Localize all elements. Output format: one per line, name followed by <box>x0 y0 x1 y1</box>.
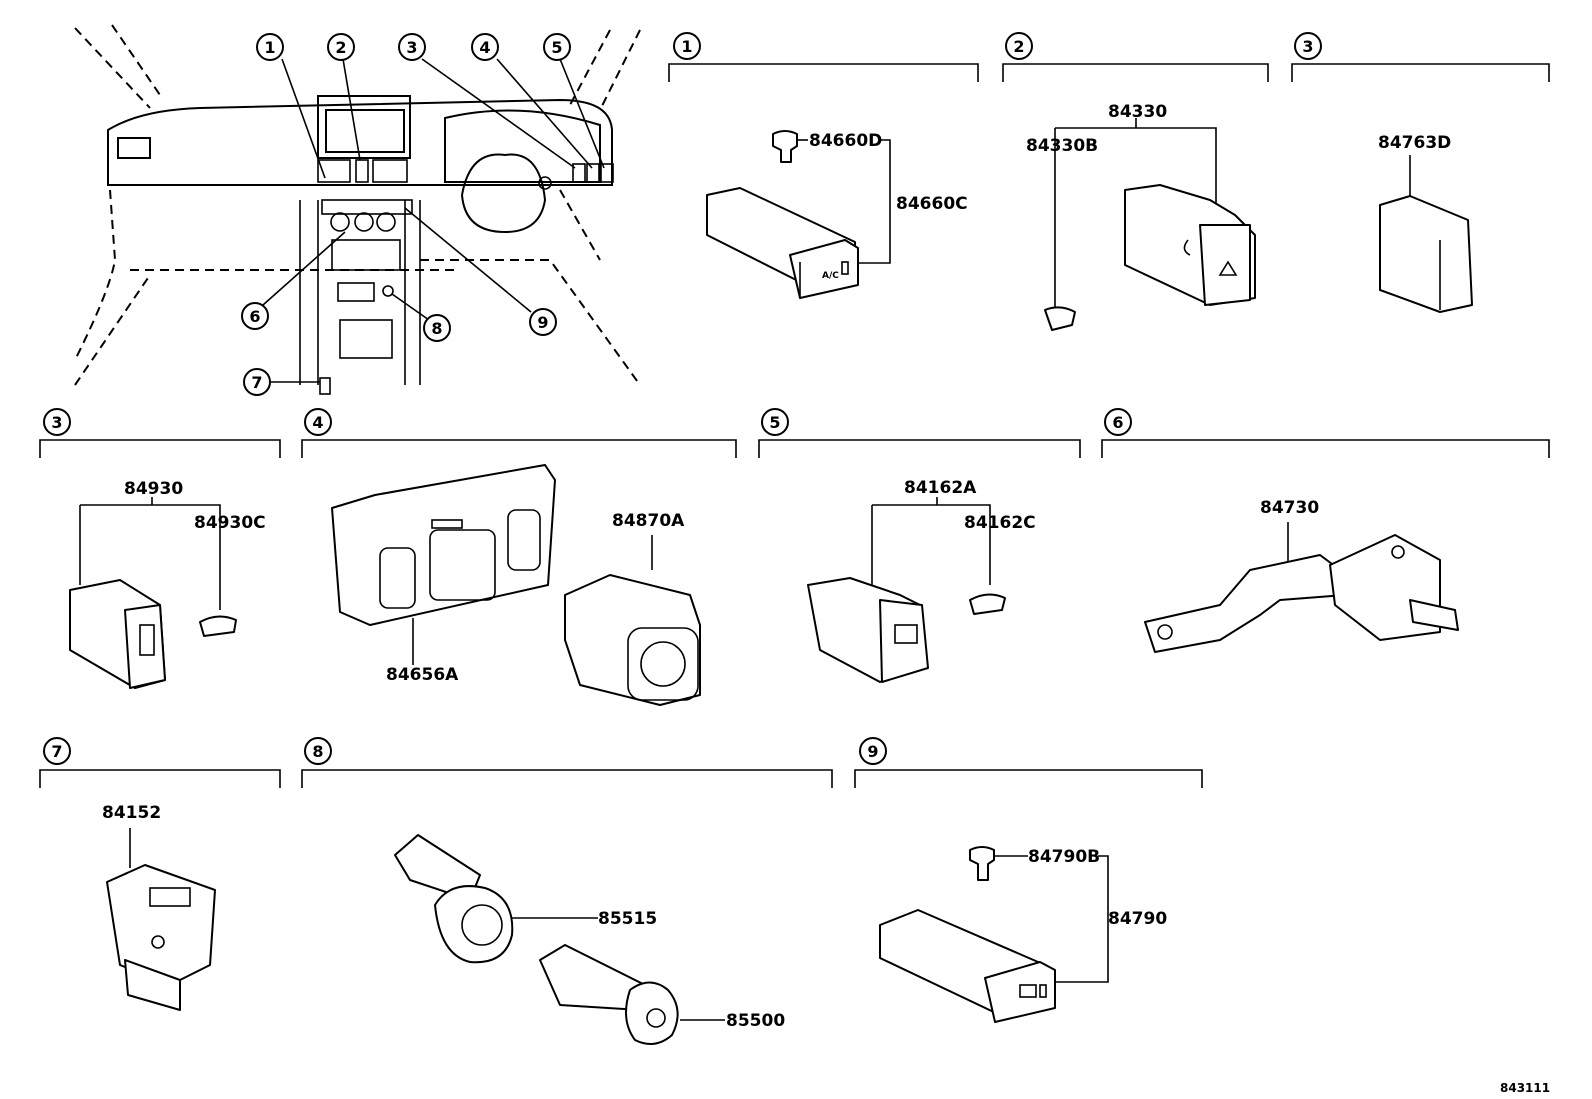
svg-text:4: 4 <box>479 38 490 57</box>
socket-85515 <box>394 834 514 964</box>
part-84790B-label: 84790B <box>1028 847 1100 867</box>
svg-text:1: 1 <box>264 38 275 57</box>
svg-text:8: 8 <box>431 319 442 338</box>
section-3-bottom: 3 84930 84930C <box>39 408 281 689</box>
bulb-84930C <box>199 615 237 637</box>
dashboard-overview: 1 2 3 4 5 6 7 8 9 <box>74 24 641 396</box>
svg-text:7: 7 <box>251 373 262 392</box>
part-85500-label: 85500 <box>726 1011 785 1031</box>
callout-5[interactable]: 5 <box>543 33 571 61</box>
section-1-number: 1 <box>681 37 692 56</box>
bulb-84660D <box>772 130 798 163</box>
callout-8[interactable]: 8 <box>423 314 451 342</box>
bulb-84790B <box>969 846 995 881</box>
switch-84930 <box>69 579 166 689</box>
part-84660D-label: 84660D <box>809 131 882 151</box>
defogger-switch-84790 <box>879 909 1056 1023</box>
part-84790-label: 84790 <box>1108 909 1167 929</box>
part-84152-label: 84152 <box>102 803 161 823</box>
ac-switch-label: A/C <box>822 271 839 281</box>
section-7: 7 84152 <box>39 737 281 1011</box>
part-85515-label: 85515 <box>598 909 657 929</box>
svg-text:9: 9 <box>537 313 548 332</box>
svg-text:2: 2 <box>335 38 346 57</box>
part-84330-label: 84330 <box>1108 102 1167 122</box>
callout-7[interactable]: 7 <box>243 368 271 396</box>
section-2: 2 84330 84330B <box>1002 32 1269 331</box>
callout-6[interactable]: 6 <box>241 302 269 330</box>
svg-text:3: 3 <box>1302 37 1313 56</box>
bezel-84656A <box>331 464 556 626</box>
ac-switch-assembly: A/C <box>706 187 859 299</box>
svg-text:3: 3 <box>51 413 62 432</box>
bulb-84162C <box>969 593 1006 615</box>
svg-text:9: 9 <box>867 742 878 761</box>
part-84330B-label: 84330B <box>1026 136 1098 156</box>
part-84870A-label: 84870A <box>612 511 685 531</box>
section-9: 9 84790B 84790 <box>854 737 1203 1023</box>
part-84730-label: 84730 <box>1260 498 1319 518</box>
svg-text:5: 5 <box>769 413 780 432</box>
section-6: 6 84730 <box>1101 408 1550 653</box>
part-84162C-label: 84162C <box>964 513 1036 533</box>
part-84660C-label: 84660C <box>896 194 968 214</box>
callout-1[interactable]: 1 <box>256 33 284 61</box>
svg-text:8: 8 <box>312 742 323 761</box>
section-1: 1 A/C 84660D 84660C <box>668 32 979 299</box>
section-3-top: 3 84763D <box>1291 32 1550 313</box>
callout-9[interactable]: 9 <box>529 308 557 336</box>
rheostat-84730 <box>1144 534 1459 653</box>
callout-2[interactable]: 2 <box>327 33 355 61</box>
bulb-84330B <box>1044 306 1076 331</box>
svg-text:6: 6 <box>1112 413 1123 432</box>
svg-text:6: 6 <box>249 307 260 326</box>
svg-text:7: 7 <box>51 742 62 761</box>
callout-4[interactable]: 4 <box>471 33 499 61</box>
section-4: 4 84656A 84870A <box>301 408 737 706</box>
switch-84152 <box>106 864 216 1011</box>
section-5: 5 84162A 84162C <box>758 408 1081 683</box>
hazard-switch <box>1124 184 1256 306</box>
part-84930C-label: 84930C <box>194 513 266 533</box>
svg-text:2: 2 <box>1013 37 1024 56</box>
svg-text:5: 5 <box>551 38 562 57</box>
blank-cover-84763D <box>1379 195 1473 313</box>
svg-text:3: 3 <box>406 38 417 57</box>
callout-3[interactable]: 3 <box>398 33 426 61</box>
part-84763D-label: 84763D <box>1378 133 1451 153</box>
mirror-switch-84870A <box>564 574 701 706</box>
section-8: 8 85515 85500 <box>301 737 833 1045</box>
switch-84162A <box>807 577 929 683</box>
drawing-id: 843111 <box>1500 1081 1550 1095</box>
part-84930-label: 84930 <box>124 479 183 499</box>
part-84162A-label: 84162A <box>904 478 977 498</box>
part-84656A-label: 84656A <box>386 665 459 685</box>
svg-text:4: 4 <box>312 413 323 432</box>
lighter-85500 <box>539 944 679 1045</box>
